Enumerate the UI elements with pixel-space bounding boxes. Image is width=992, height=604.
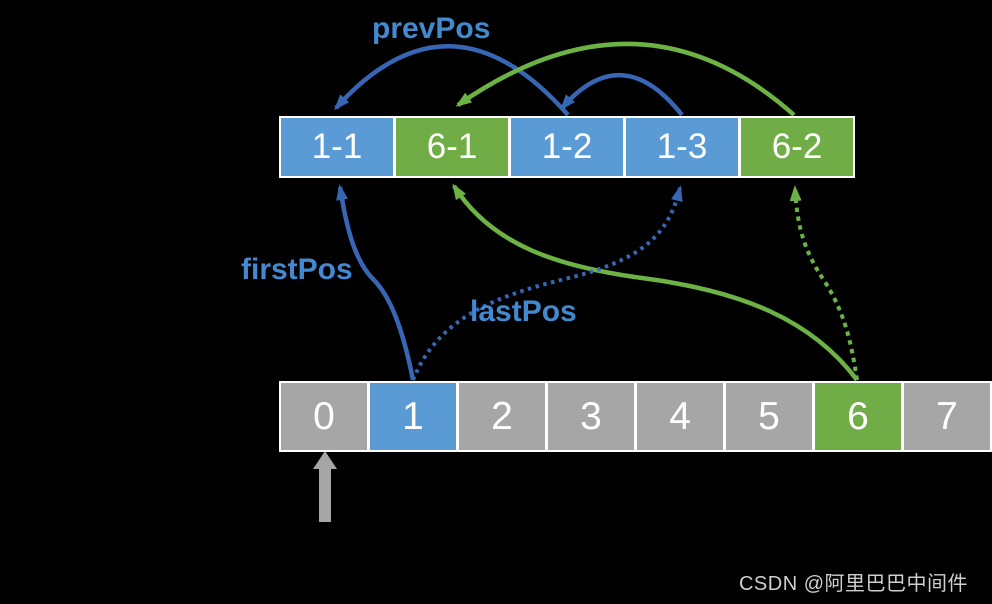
arc-13-to-12-arrow [560, 72, 684, 117]
watermark: CSDN @阿里巴巴中间件 [738, 573, 968, 595]
array-cell-7: 7 [904, 383, 990, 450]
merged-cell-1-1: 1-1 [281, 118, 393, 176]
prevpos-arc-arrow [333, 44, 570, 117]
array-cell-4: 4 [637, 383, 723, 450]
merged-cell-1-2: 1-2 [511, 118, 623, 176]
green-last-curve-arrow [789, 185, 859, 381]
array-cell-1: 1 [370, 383, 456, 450]
array-cell-0: 0 [281, 383, 367, 450]
cursor-up-arrow [313, 451, 337, 522]
green-first-curve-arrow [452, 183, 859, 382]
firstpos-curve-arrow [336, 184, 416, 381]
array-cell-5: 5 [726, 383, 812, 450]
lastpos-label: lastPos [470, 295, 577, 328]
merged-cell-1-3: 1-3 [626, 118, 738, 176]
array-cell-2: 2 [459, 383, 545, 450]
array-cell-6: 6 [815, 383, 901, 450]
array-cell-3: 3 [548, 383, 634, 450]
merged-cell-6-1: 6-1 [396, 118, 508, 176]
firstpos-label: firstPos [241, 253, 353, 286]
lastpos-curve-arrow [411, 185, 683, 381]
merged-cell-6-2: 6-2 [741, 118, 853, 176]
prevpos-label: prevPos [372, 12, 491, 45]
arc-62-to-61-arrow [455, 41, 796, 117]
